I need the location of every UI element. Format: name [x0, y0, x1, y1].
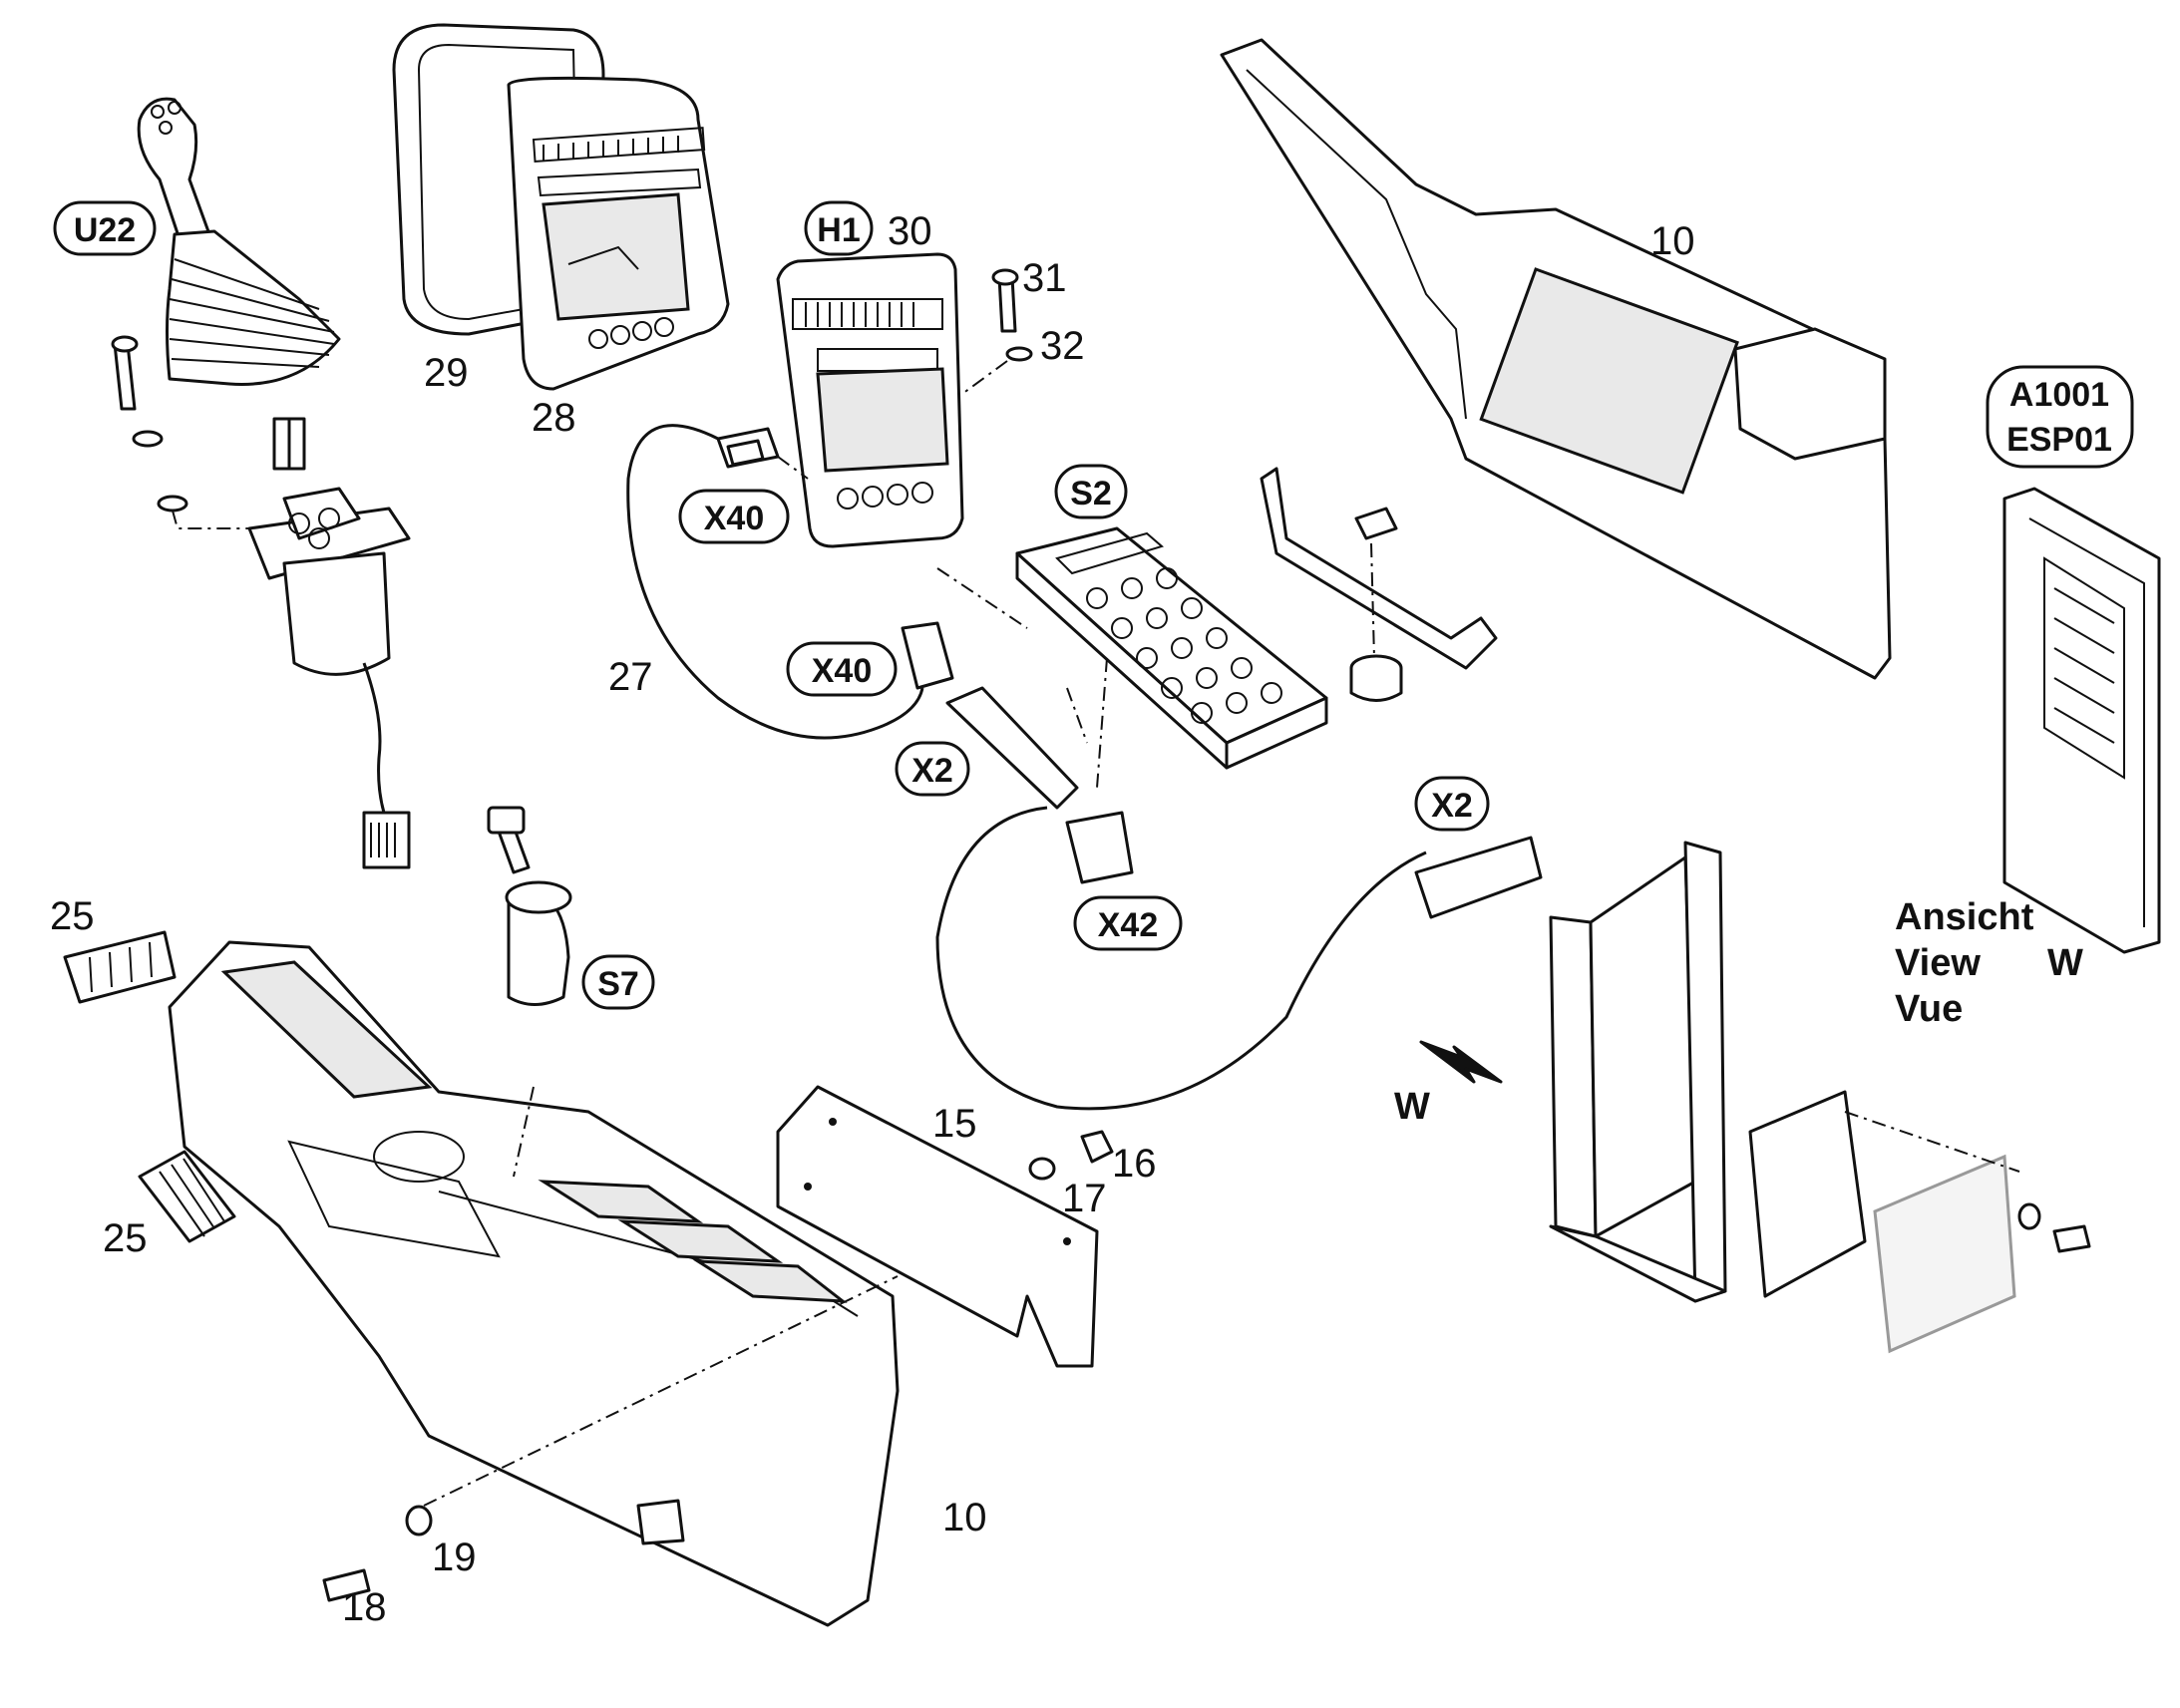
label-19: 19: [432, 1536, 477, 1579]
operator-console: [168, 940, 900, 1627]
label-25-top: 25: [50, 894, 95, 938]
label-10-bottom: 10: [942, 1496, 987, 1539]
display-h1: [776, 252, 1033, 548]
svg-text:X40: X40: [812, 652, 873, 690]
svg-text:A1001: A1001: [2009, 376, 2109, 414]
svg-text:S2: S2: [1070, 475, 1112, 512]
key-switch: [487, 806, 572, 1006]
tag-u22: U22: [53, 200, 157, 256]
esp01-module: [2002, 487, 2161, 954]
label-31: 31: [1022, 256, 1067, 300]
tag-s2: S2: [1054, 464, 1128, 519]
label-18: 18: [342, 1585, 387, 1629]
view-label-w: W: [2047, 942, 2083, 984]
label-32: 32: [1040, 324, 1085, 368]
side-panel-top: [1220, 38, 1892, 680]
label-27: 27: [608, 655, 653, 699]
svg-text:ESP01: ESP01: [2006, 421, 2112, 459]
label-30: 30: [888, 209, 932, 253]
joystick-assembly: [111, 97, 411, 869]
tag-labels: U22 H1 X40 X40 S2 X2 X2 X42: [53, 200, 2134, 1010]
label-25-bottom: 25: [103, 1216, 148, 1260]
tag-x42: X42: [1073, 895, 1183, 951]
connectors: [935, 686, 1543, 1111]
view-label-ansicht: Ansicht: [1895, 896, 2034, 938]
switch-panel-s2: [936, 526, 1328, 789]
view-label-vue: Vue: [1895, 988, 1963, 1030]
svg-text:X42: X42: [1098, 906, 1159, 944]
label-15: 15: [932, 1102, 977, 1146]
cable-27: [626, 424, 954, 740]
plate-15: [776, 1085, 1114, 1368]
label-29: 29: [424, 351, 469, 395]
arrow-label-w: W: [1394, 1086, 1430, 1128]
label-17: 17: [1062, 1177, 1107, 1220]
display-housing: [392, 23, 730, 391]
rear-plates: [1748, 1090, 2091, 1354]
caps-25: [63, 930, 236, 1243]
tag-h1: H1: [804, 200, 874, 256]
label-10-top: 10: [1650, 219, 1695, 263]
tag-s7: S7: [581, 954, 655, 1010]
svg-text:U22: U22: [74, 211, 136, 249]
tag-x40-upper: X40: [678, 489, 790, 544]
label-16: 16: [1112, 1142, 1157, 1186]
mounting-rail: [1549, 841, 1727, 1303]
tag-x2-right: X2: [1414, 776, 1490, 832]
tag-a1001-esp01: A1001 ESP01: [1986, 365, 2134, 469]
svg-text:S7: S7: [597, 965, 639, 1003]
tag-x40-lower: X40: [786, 641, 898, 697]
tag-x2-left: X2: [895, 741, 970, 797]
label-28: 28: [532, 396, 576, 440]
view-w-arrow: [1419, 1040, 1503, 1084]
part-number-labels: 10 10 15 16 17 18 19 25 25 27 28 29 30 3…: [50, 209, 1695, 1629]
svg-text:X2: X2: [1431, 787, 1473, 825]
svg-text:X40: X40: [704, 500, 765, 537]
svg-text:H1: H1: [817, 211, 860, 249]
view-labels: Ansicht View W Vue W: [1394, 896, 2083, 1128]
view-label-view: View: [1895, 942, 1981, 984]
bracket: [1260, 467, 1498, 702]
svg-text:X2: X2: [911, 752, 953, 790]
